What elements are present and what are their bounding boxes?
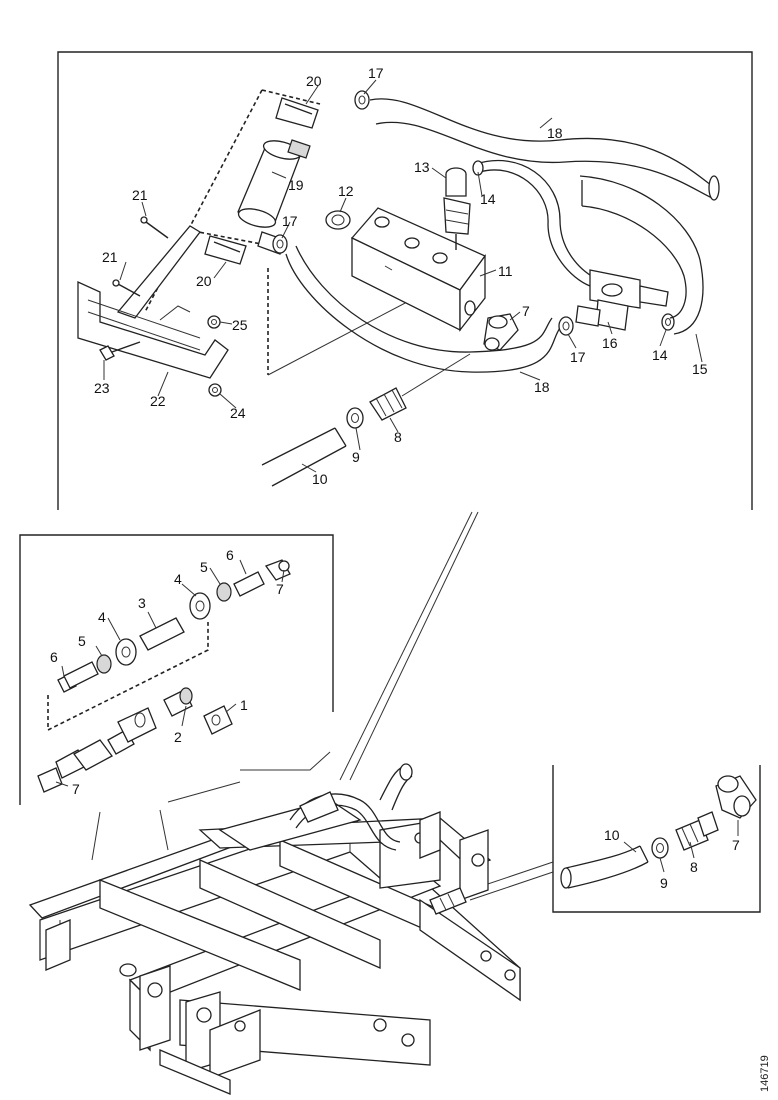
- callout: 21: [132, 187, 148, 203]
- hose-stub-right: [560, 845, 649, 889]
- callout: 19: [288, 177, 304, 193]
- right-assembly: [560, 775, 757, 889]
- callout: 2: [174, 729, 182, 745]
- clip-lower: [204, 235, 247, 265]
- mounting-bracket: [77, 225, 229, 379]
- callout: 9: [660, 875, 668, 891]
- drawing-reference-number: 146719: [759, 1055, 771, 1092]
- top-detail-frame: [57, 51, 753, 510]
- left-assembly: [37, 559, 291, 793]
- hose-clamp-top: [354, 90, 370, 110]
- left-detail-frame: [19, 534, 334, 805]
- bolt: [99, 341, 141, 361]
- callout: 20: [196, 273, 212, 289]
- callout: 8: [690, 859, 698, 875]
- callout: 8: [394, 429, 402, 445]
- hose-connector-right: [675, 811, 719, 851]
- callout: 14: [480, 191, 496, 207]
- hose-lower: [285, 245, 561, 373]
- plug: [325, 210, 351, 230]
- callout: 17: [282, 213, 298, 229]
- callout: 16: [602, 335, 618, 351]
- top-assembly: [77, 89, 720, 487]
- connector-row-upper: [57, 559, 291, 693]
- callout: 4: [98, 609, 106, 625]
- clip-upper: [275, 97, 319, 129]
- pressure-switch: [443, 167, 471, 250]
- right-detail-frame: [552, 765, 761, 913]
- callout: 9: [352, 449, 360, 465]
- chassis-frame: [28, 511, 554, 1095]
- callout: 25: [232, 317, 248, 333]
- callout: 7: [72, 781, 80, 797]
- callout: 17: [570, 349, 586, 365]
- callout: 15: [692, 361, 708, 377]
- callout: 6: [50, 649, 58, 665]
- callout: 1: [240, 697, 248, 713]
- callout: 3: [138, 595, 146, 611]
- tee-fitting: [575, 269, 669, 331]
- elbow-fitting-top: [483, 313, 519, 351]
- callout: 4: [174, 571, 182, 587]
- callout: 12: [338, 183, 354, 199]
- callout: 18: [547, 125, 563, 141]
- hose-connector-top: [369, 353, 471, 421]
- hose-right: [579, 175, 704, 335]
- callout: 11: [498, 263, 513, 279]
- callout: 13: [414, 159, 430, 175]
- leader-lines-top: [103, 79, 703, 473]
- callout: 7: [522, 303, 530, 319]
- callout: 7: [732, 837, 740, 853]
- callout: 23: [94, 380, 110, 396]
- hose-upper: [369, 98, 720, 201]
- callout: 21: [102, 249, 118, 265]
- callout: 17: [368, 65, 384, 81]
- callout: 10: [604, 827, 620, 843]
- callout: 10: [312, 471, 328, 487]
- callouts-left: 6 7 4 5 3 4 5 6 1 2 7: [50, 547, 284, 797]
- connector-row-lower: [37, 687, 233, 793]
- callout: 14: [652, 347, 668, 363]
- callout: 22: [150, 393, 166, 409]
- hose-stub: [261, 427, 347, 487]
- callout: 24: [230, 405, 246, 421]
- callouts-top: 20 17 18 21 13 14 12 19 17 21 20 11 25 7…: [94, 65, 708, 487]
- callout: 18: [534, 379, 550, 395]
- elbow-fitting-right: [715, 775, 757, 819]
- callout: 7: [276, 581, 284, 597]
- filter-element: [237, 139, 311, 228]
- callout: 20: [306, 73, 322, 89]
- callout: 5: [200, 559, 208, 575]
- valve-block: [350, 207, 487, 332]
- callout: 5: [78, 633, 86, 649]
- callouts-right: 10 8 7 9: [604, 827, 740, 891]
- callout: 6: [226, 547, 234, 563]
